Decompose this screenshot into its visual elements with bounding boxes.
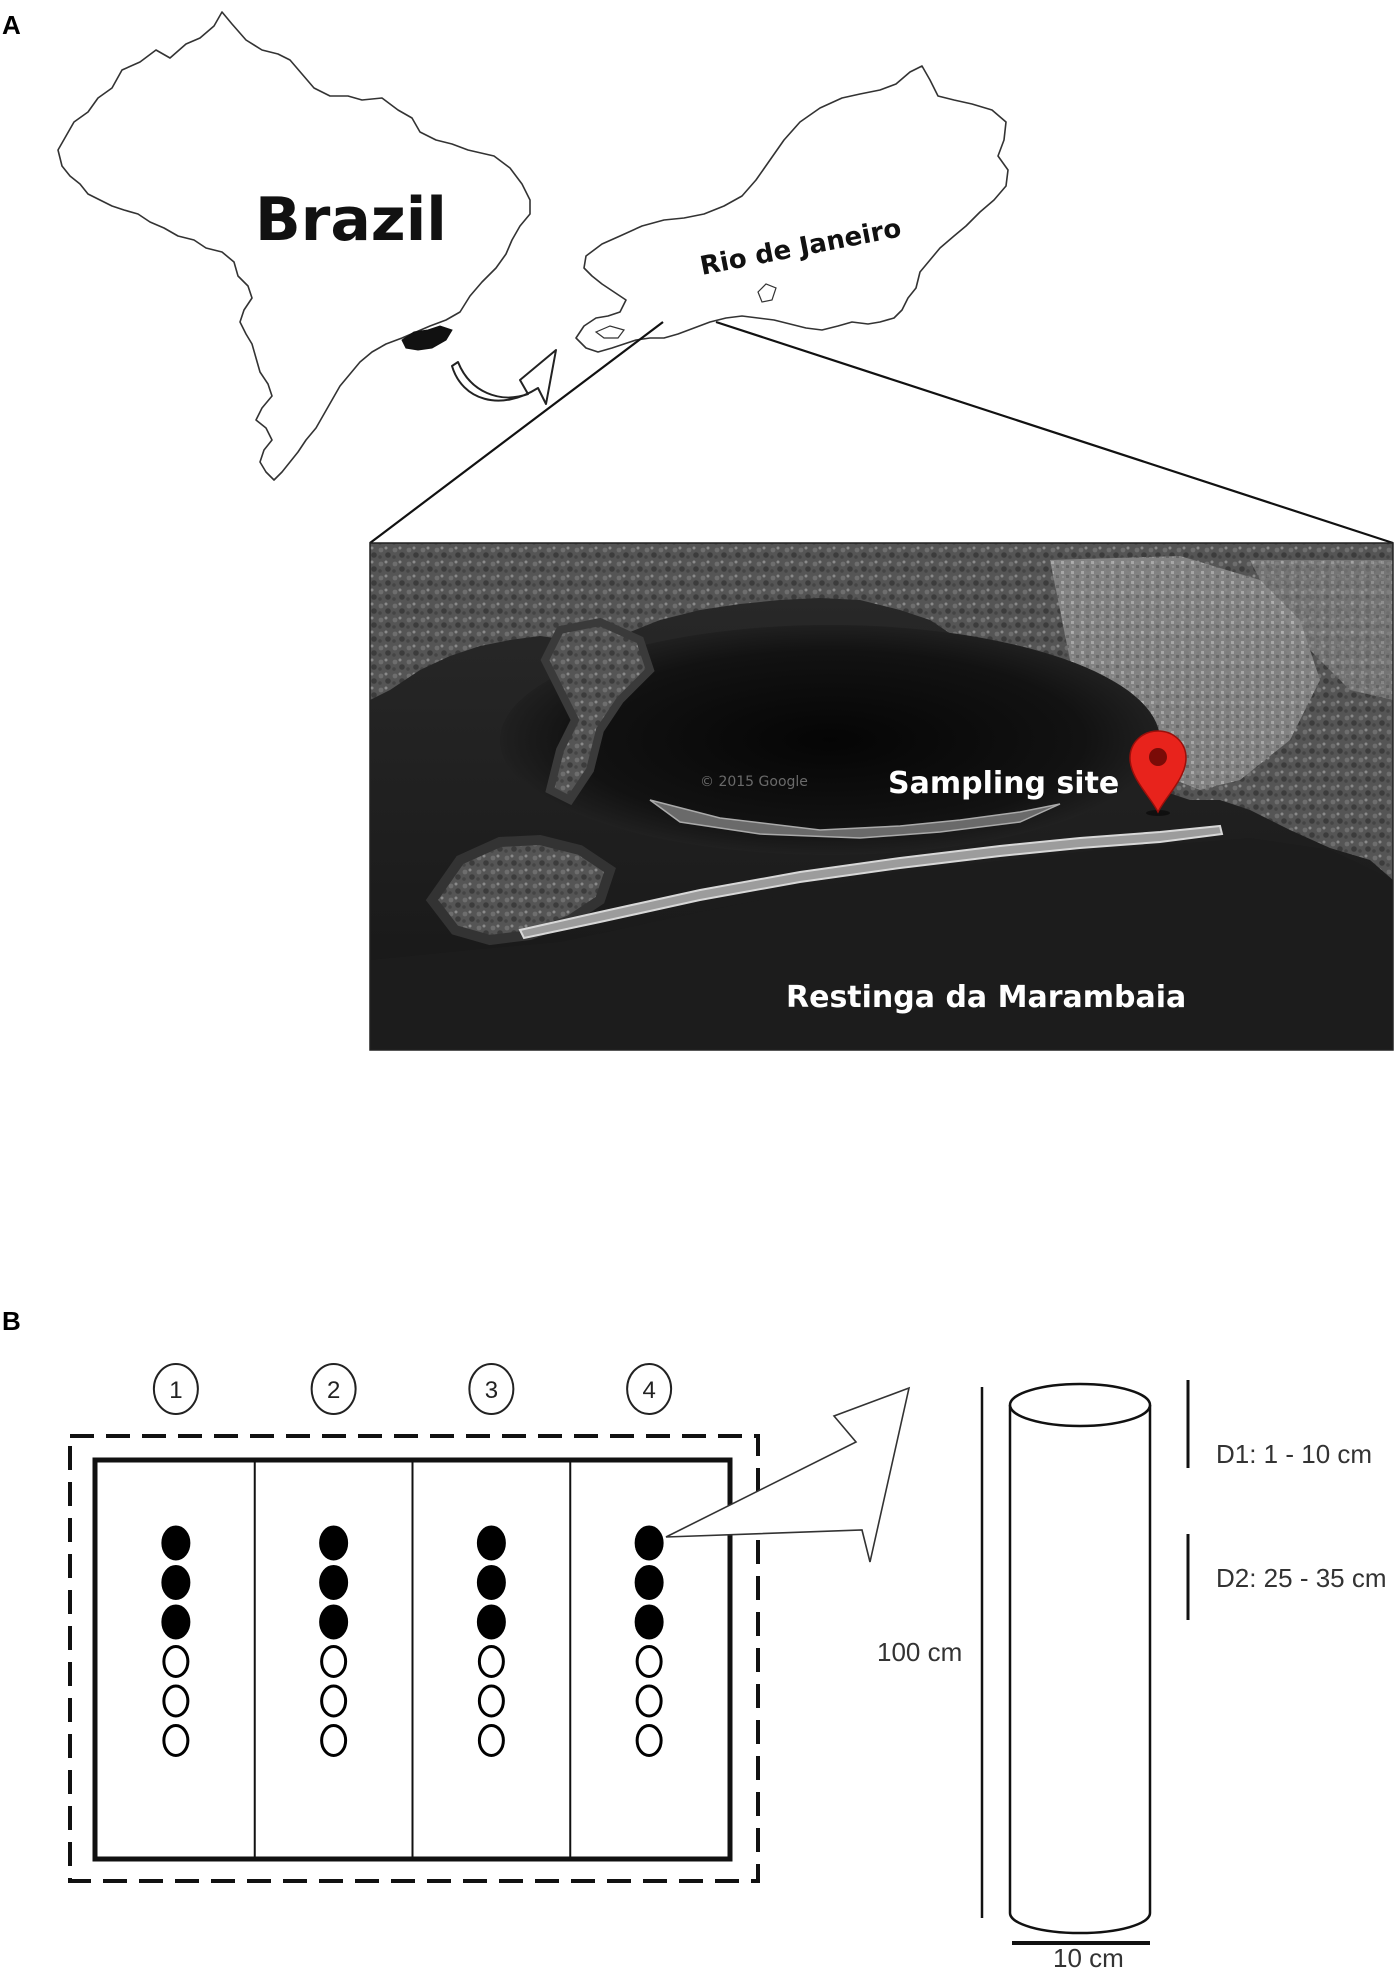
core-sample-dots <box>161 1525 664 1757</box>
rio-de-janeiro-outline <box>575 65 1009 353</box>
core-dot-open <box>162 1645 190 1678</box>
core-dot-filled <box>161 1604 191 1640</box>
core-dot-open <box>320 1684 348 1718</box>
core-dot-filled <box>476 1565 506 1600</box>
core-dot-filled <box>634 1565 664 1600</box>
core-dot-filled <box>476 1525 506 1561</box>
ilha-grande-island <box>594 325 626 339</box>
panel-b: B 1 2 3 4 100 cm 10 cm D1: 1 - 10 cm D2: 25… <box>2 1306 1387 1971</box>
core-diameter-label: 10 cm <box>1053 1943 1124 1971</box>
depth-d1-label: D1: 1 - 10 cm <box>1216 1439 1372 1469</box>
pointer-arrow-icon <box>665 1386 911 1563</box>
panel-a: A Brazil Rio de Janeiro <box>2 10 1394 1051</box>
plot-number-4: 4 <box>642 1377 655 1404</box>
restinga-sandbar <box>518 824 1224 940</box>
rio-state-highlight <box>401 325 453 351</box>
plot-number-labels: 1 2 3 4 <box>152 1363 673 1415</box>
sepetiba-bay <box>500 625 1160 855</box>
plot-number-circle <box>626 1363 673 1415</box>
plot-number-circle <box>468 1363 515 1415</box>
google-watermark: © 2015 Google <box>700 774 808 790</box>
core-dot-open <box>320 1645 348 1678</box>
core-dot-filled <box>161 1565 191 1600</box>
core-dot-open <box>477 1684 505 1718</box>
marambaia-hill <box>425 834 616 946</box>
core-dot-filled <box>634 1604 664 1640</box>
curved-arrow-icon <box>451 349 557 405</box>
satellite-urban-area-2 <box>1250 560 1393 700</box>
satellite-frame <box>369 542 1394 1051</box>
core-dot-filled <box>319 1604 349 1640</box>
core-dot-filled <box>319 1565 349 1600</box>
plot-number-circle <box>152 1363 199 1415</box>
core-dot-open <box>635 1645 663 1678</box>
depth-d2-label: D2: 25 - 35 cm <box>1216 1563 1387 1593</box>
plot-number-1: 1 <box>169 1377 182 1404</box>
brazil-label: Brazil <box>255 185 447 255</box>
guanabara-bay <box>757 283 777 303</box>
core-dot-open <box>477 1645 505 1678</box>
core-dot-open <box>635 1684 663 1718</box>
plot-number-2: 2 <box>327 1377 340 1404</box>
core-dot-open <box>162 1684 190 1718</box>
plot-number-3: 3 <box>485 1377 498 1404</box>
core-dot-filled <box>476 1604 506 1640</box>
core-dot-filled <box>634 1525 664 1561</box>
plot-number-circle <box>310 1363 357 1415</box>
plot-dividers <box>253 1460 572 1859</box>
core-dot-filled <box>161 1525 191 1561</box>
brazil-outline <box>57 11 531 481</box>
panel-b-letter: B <box>2 1306 21 1336</box>
core-dot-open <box>162 1724 190 1757</box>
inner-sand-spit <box>649 799 1061 839</box>
zoom-line-right <box>715 320 1394 545</box>
panel-a-letter: A <box>2 10 21 40</box>
core-dot-filled <box>319 1525 349 1561</box>
core-length-label: 100 cm <box>877 1637 962 1667</box>
restinga-label: Restinga da Marambaia <box>786 980 1186 1015</box>
core-dot-open <box>635 1724 663 1757</box>
soil-core-cylinder <box>1008 1382 1152 1935</box>
core-dot-open <box>320 1724 348 1757</box>
core-dot-open <box>477 1724 505 1757</box>
map-pin-icon <box>1129 730 1187 816</box>
satellite-inset: © 2015 Google Sampling site Restinga da … <box>370 543 1393 1050</box>
satellite-ocean <box>370 838 1393 1050</box>
satellite-islands <box>540 617 655 806</box>
sampling-site-label: Sampling site <box>888 766 1119 801</box>
dashed-buffer-boundary <box>68 1434 760 1883</box>
zoom-line-left <box>369 321 664 544</box>
